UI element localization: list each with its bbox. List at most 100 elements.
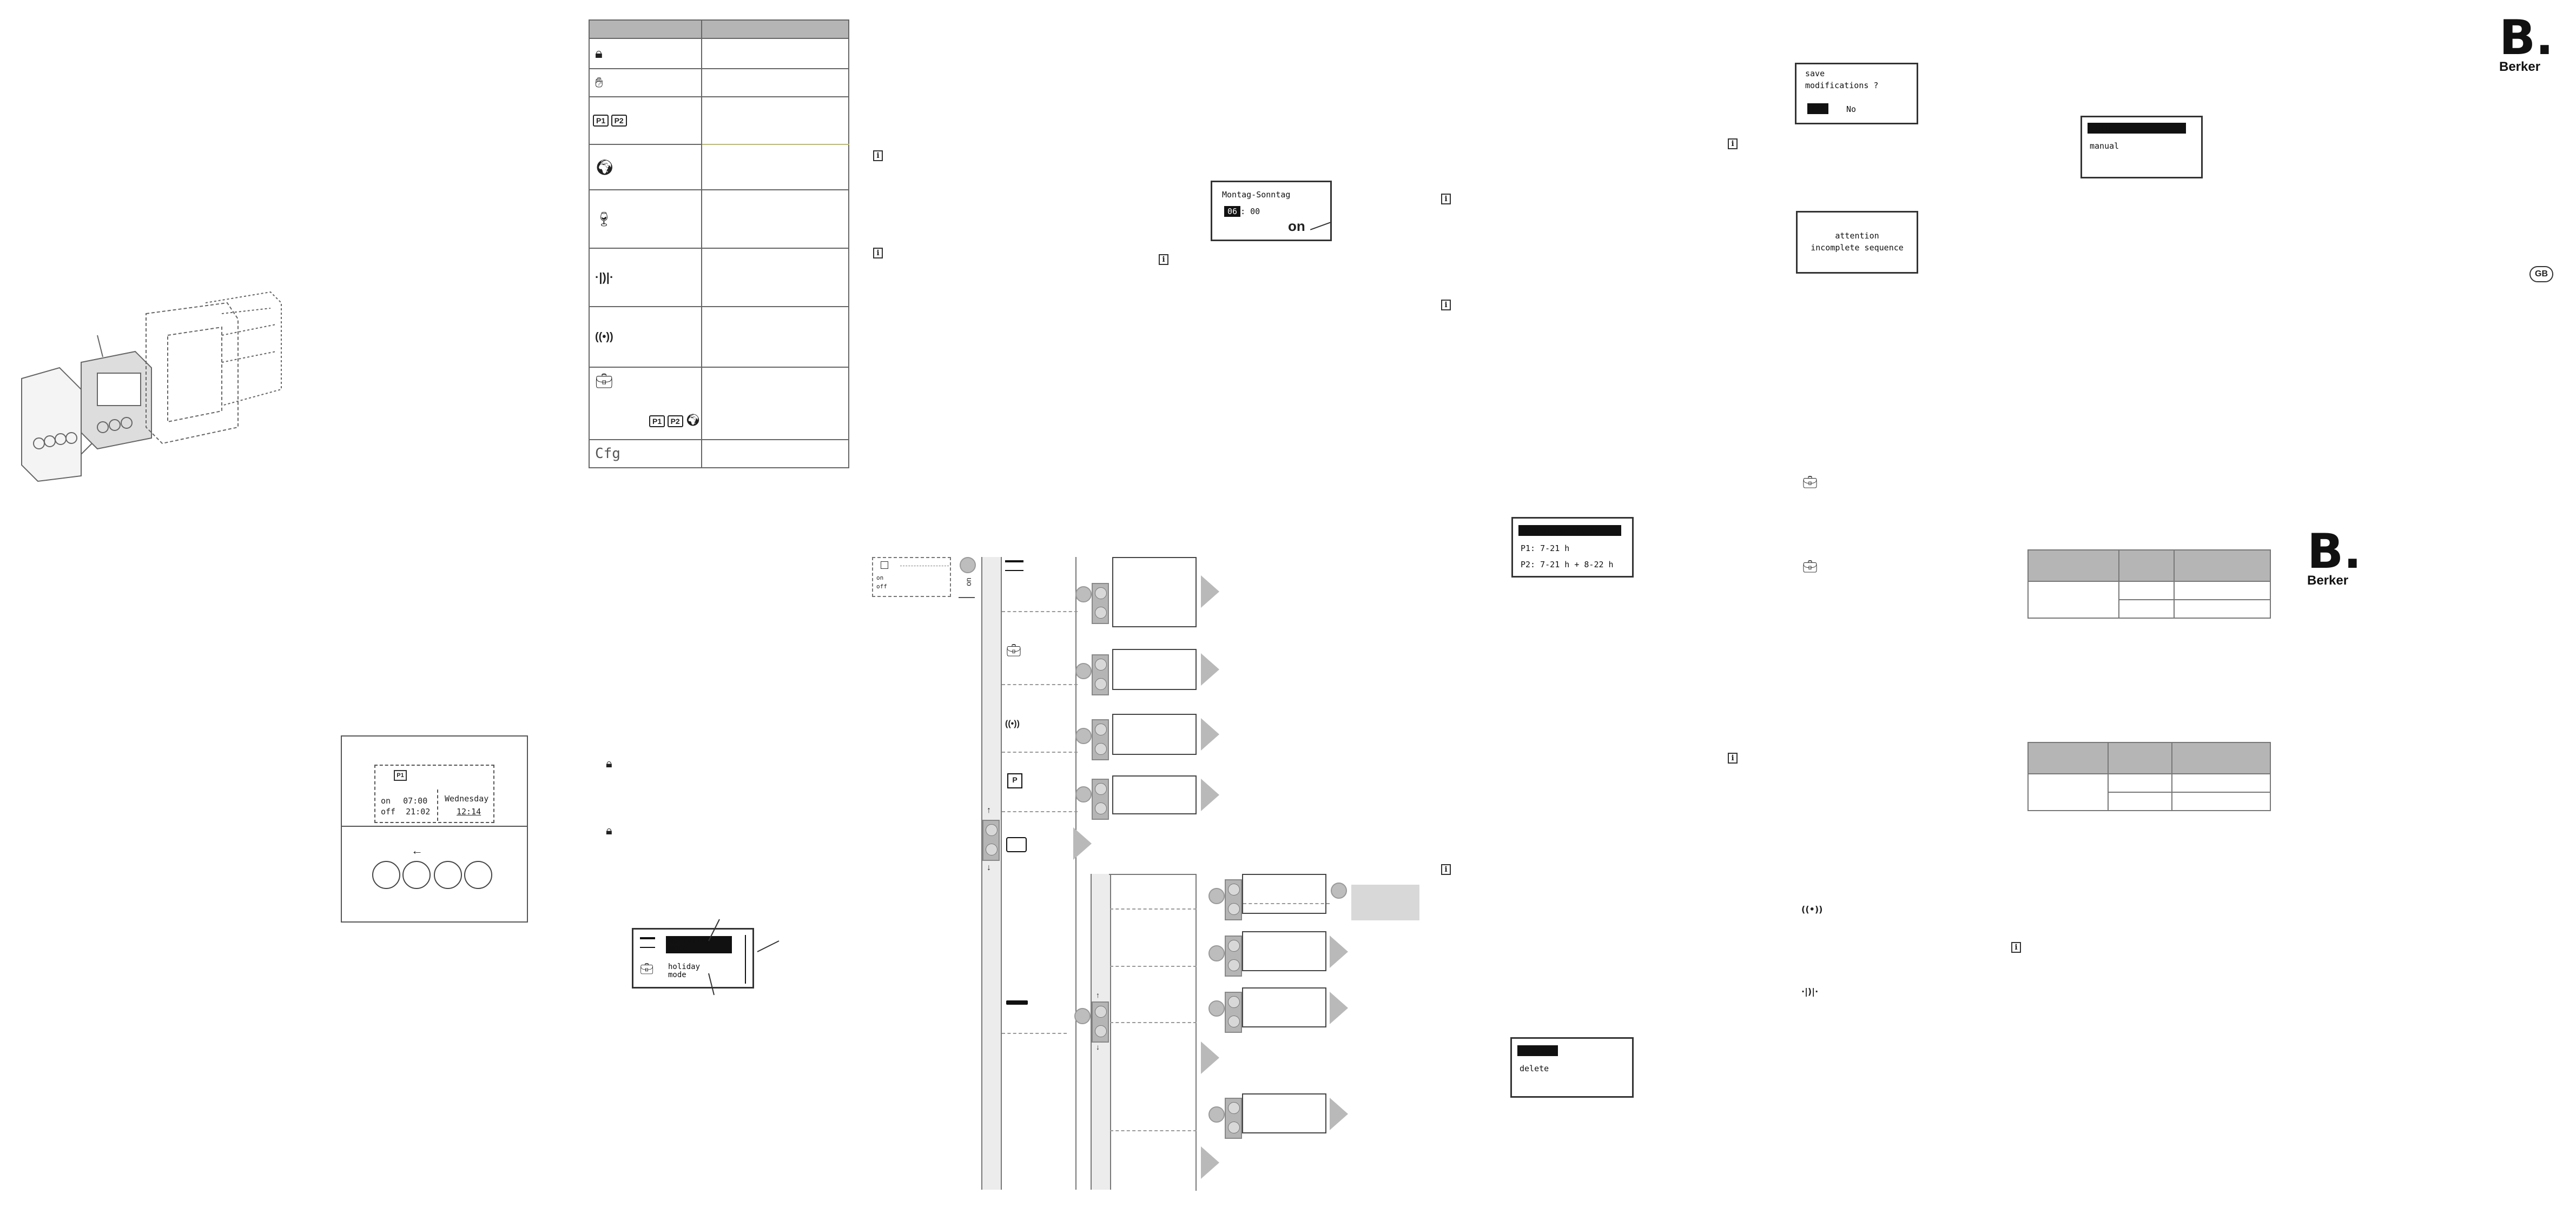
flow-result-box	[1242, 1093, 1326, 1133]
lock-icon: 🔒︎	[606, 757, 612, 771]
device-button-3[interactable]	[434, 861, 462, 889]
program-p1-badge-2: P1	[649, 415, 665, 427]
flow-main-column	[1000, 557, 1076, 1190]
device-button-4[interactable]	[464, 861, 492, 889]
flow-main-nav-buttons[interactable]	[982, 820, 1000, 861]
flow-connector	[1002, 752, 1078, 753]
flow-buttons[interactable]	[1225, 879, 1242, 920]
symbol-row-astro: 🌍︎	[588, 144, 849, 190]
lcd-attention-line2: incomplete sequence	[1811, 243, 1904, 253]
info-icon: i	[1441, 194, 1451, 204]
flow-buttons[interactable]	[1225, 1098, 1242, 1139]
flow-start-on: on	[876, 574, 884, 581]
berker-logo-letter-2: B.	[2307, 523, 2362, 579]
presence-icon: ·|)|·	[595, 270, 614, 284]
flow-next-arrow	[1201, 575, 1219, 608]
lcd-weekly-program: Montag-Sonntag 06: 00 on	[1211, 181, 1332, 241]
lcd-manual-p1-label: P1:	[1521, 543, 1536, 553]
lcd-manual-p2-value: 7-21 h + 8-22 h	[1540, 560, 1614, 569]
info-icon: i	[1728, 138, 1738, 149]
lcd-weekly-state: on	[1288, 218, 1305, 234]
flow-knob[interactable]	[1075, 728, 1092, 744]
lock-icon: 🔒︎	[595, 45, 603, 61]
flow-next-arrow	[1201, 1146, 1219, 1179]
arrow-down-icon: ↓	[1096, 1043, 1100, 1051]
flow-buttons[interactable]	[1092, 654, 1109, 695]
flow-connector	[1110, 908, 1197, 910]
radio-icon: ((•))	[1005, 719, 1020, 728]
country-badge: GB	[2529, 266, 2553, 282]
holiday-icon: 💼︎	[1802, 560, 1818, 574]
flow-knob[interactable]	[1075, 663, 1092, 679]
flow-knob[interactable]	[1208, 888, 1225, 904]
device-clock: 12:14	[457, 807, 481, 817]
lcd-attention-line1: attention	[1835, 231, 1879, 241]
lcd-save-line1: save	[1805, 69, 1825, 78]
lcd-weekly-title: Montag-Sonntag	[1222, 190, 1291, 200]
flow-knob[interactable]	[1075, 786, 1092, 802]
symbol-row-holiday: 💼︎ P1 P2 🌍︎	[588, 367, 849, 440]
lcd-addstep-item: addstep	[1517, 1045, 1558, 1056]
flow-start-off: off	[876, 583, 887, 590]
flow-knob[interactable]	[1208, 945, 1225, 961]
berker-logo-name-2: Berker	[2307, 573, 2349, 588]
device-off-time: 21:02	[406, 807, 431, 817]
lcd-auto-manual-menu: auto manual	[2080, 116, 2203, 178]
flow-buttons[interactable]	[1092, 719, 1109, 760]
lcd-auto-item[interactable]: auto	[2088, 123, 2186, 134]
flow-main-spine	[981, 557, 1002, 1190]
scrollbar[interactable]	[745, 935, 746, 984]
arrow-up-icon: ↑	[1096, 991, 1100, 999]
arrow-up-icon: ↑	[987, 806, 991, 815]
lcd-manual-item[interactable]: manual	[2090, 141, 2119, 151]
flow-settings-column	[1109, 874, 1197, 1191]
flow-knob[interactable]	[1208, 1106, 1225, 1123]
symbol-row-presence: ·|)|·	[588, 248, 849, 307]
device-button-1[interactable]	[372, 861, 400, 889]
operating-mode-icon	[1005, 560, 1023, 571]
flow-knob[interactable]	[1208, 1000, 1225, 1017]
flow-connector	[1002, 1033, 1067, 1034]
device-on-time: 07:00	[403, 796, 428, 806]
flow-next-arrow	[1330, 992, 1348, 1024]
flow-buttons[interactable]	[1092, 583, 1109, 624]
astro-icon: 🌍︎	[595, 158, 615, 176]
holiday-icon: 💼︎	[595, 373, 613, 389]
flow-buttons[interactable]	[1225, 936, 1242, 977]
info-icon: i	[1728, 753, 1738, 764]
flow-start-knob[interactable]	[960, 557, 976, 573]
flow-settings-buttons[interactable]	[1092, 1001, 1109, 1043]
device-button-2[interactable]	[402, 861, 431, 889]
device-display-screen: P1 on 07:00 off 21:02 Wednesday 12:14	[374, 765, 494, 823]
lcd-delete-item: delete	[1520, 1064, 1549, 1073]
lcd-save-yes-button[interactable]: Yes	[1807, 103, 1829, 114]
party-icon: 🍷︎	[595, 210, 613, 227]
flow-next-arrow	[1201, 653, 1219, 686]
astro-icon-2: 🌍︎	[685, 413, 701, 427]
flow-buttons[interactable]	[1225, 992, 1242, 1033]
flow-knob[interactable]	[1074, 1008, 1091, 1024]
flow-buttons[interactable]	[1092, 779, 1109, 820]
lcd-holiday-mode-item: holiday mode	[668, 963, 701, 979]
flow-knob[interactable]	[1331, 883, 1347, 899]
lcd-weekly-minute: : 00	[1240, 207, 1260, 216]
flow-knob[interactable]	[1075, 586, 1092, 602]
symbol-row-config: Cfg	[588, 439, 849, 468]
flow-start-label: on	[963, 578, 973, 586]
flow-start-screen: on off	[872, 557, 951, 597]
holiday-icon: 💼︎	[640, 963, 654, 975]
lcd-save-no-button[interactable]: No	[1846, 104, 1857, 114]
flow-start-arrow	[959, 597, 975, 598]
data-table-2-header	[2027, 742, 2271, 774]
program-p2-badge: P2	[611, 115, 627, 127]
lcd-weekly-time: 06: 00	[1224, 206, 1260, 217]
symbol-row-programs: P1 P2	[588, 96, 849, 145]
info-icon: i	[1441, 300, 1451, 310]
flow-connector	[1002, 611, 1078, 612]
info-icon: i	[1441, 864, 1451, 875]
config-label: Cfg	[595, 446, 620, 462]
program-p1-badge: P1	[593, 115, 609, 127]
data-table-2-row	[2028, 792, 2271, 811]
symbol-row-party: 🍷︎	[588, 189, 849, 249]
data-table-2	[2027, 742, 2271, 811]
